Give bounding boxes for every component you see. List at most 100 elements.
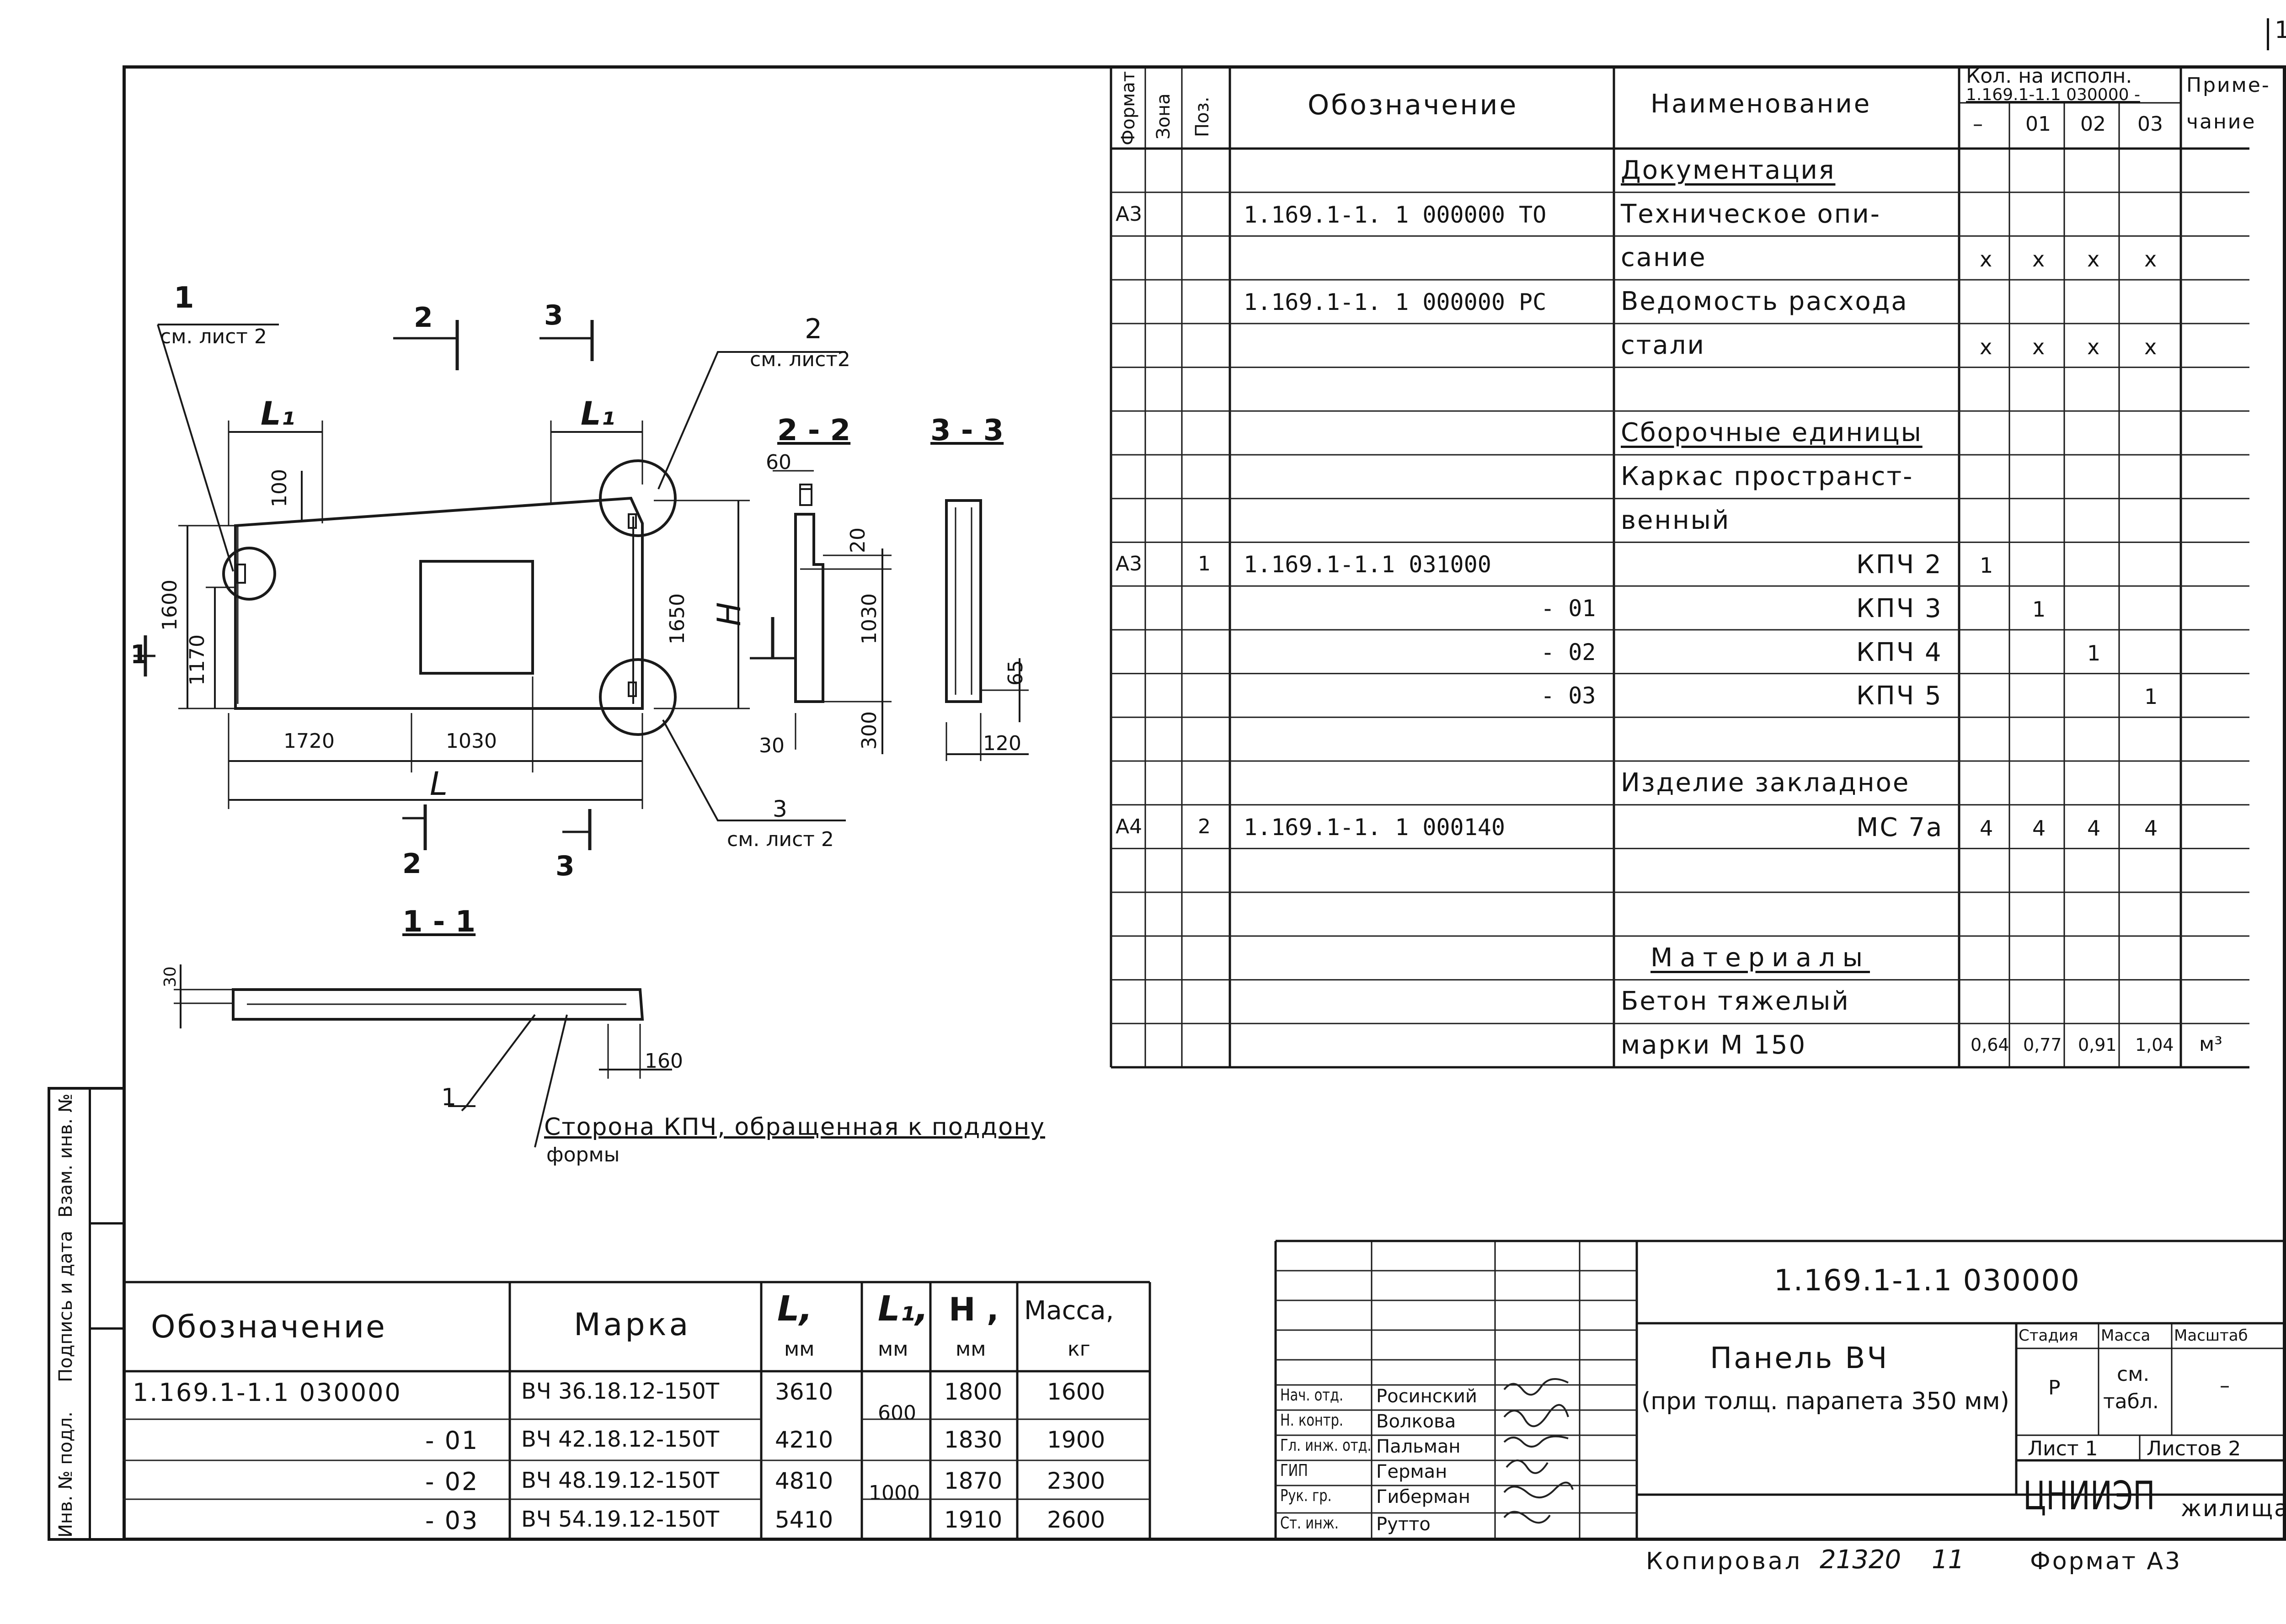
marks-row-designation: - 03	[425, 1506, 479, 1535]
marks-header-mark: Марка	[574, 1307, 691, 1343]
spec-row-qty: x	[2032, 334, 2045, 359]
spec-row-name: Техническое опи-	[1621, 199, 1881, 229]
dim-1720: 1720	[283, 729, 335, 753]
spec-row-designation: - 02	[1541, 639, 1596, 666]
staff-role: Н. контр.	[1280, 1411, 1344, 1430]
staff-role: Ст. инж.	[1280, 1514, 1339, 1533]
spec-row-format: А3	[1116, 552, 1143, 576]
footer-copied-number-2: 11	[1932, 1545, 1965, 1575]
spec-row-name: Материалы	[1650, 942, 1870, 973]
spec-row-name: КПЧ 5	[1856, 681, 1943, 711]
spec-header-qty-code: 1.169.1-1.1 030000 -	[1966, 85, 2140, 104]
marks-row-L: 5410	[775, 1507, 833, 1533]
footer-format: Формат А3	[2030, 1548, 2182, 1575]
marks-table-grid	[123, 1281, 1151, 1541]
staff-role: Рук. гр.	[1280, 1486, 1332, 1505]
spec-row-designation: 1.169.1-1. 1 000000 ТО	[1244, 201, 1547, 228]
spec-row-qty: x	[2144, 247, 2157, 272]
marks-row-mark: ВЧ 48.19.12-150Т	[521, 1468, 720, 1493]
marks-row-mark: ВЧ 36.18.12-150Т	[521, 1379, 720, 1404]
cut-1: 1	[130, 640, 148, 670]
detail-circle-2	[599, 459, 677, 537]
section-1-1-outline	[232, 988, 644, 1021]
spec-row-qty: 4	[1980, 815, 1993, 841]
title-sheets: Листов 2	[2147, 1437, 2241, 1460]
spec-row-name: КПЧ 2	[1856, 550, 1943, 580]
spec-row-qty: x	[2087, 247, 2100, 272]
marks-row-designation: 1.169.1-1.1 030000	[133, 1378, 402, 1407]
section-3-3-outline	[945, 499, 982, 703]
spec-row-lines	[1111, 192, 2249, 1024]
drawing-frame	[123, 65, 2286, 1541]
spec-row-name: КПЧ 4	[1856, 637, 1943, 667]
spec-header-name: Наименование	[1650, 89, 1872, 119]
spec-row-qty: 1	[1980, 553, 1993, 578]
spec-row-name: МС 7а	[1856, 812, 1944, 842]
marks-row-H: 1870	[944, 1468, 1003, 1494]
staff-name: Герман	[1376, 1461, 1447, 1482]
dim-1600: 1600	[158, 580, 182, 631]
spec-row-name: Документация	[1621, 155, 1836, 185]
spec-row-qty: x	[2144, 334, 2157, 359]
spec-header-note-1: Приме-	[2186, 74, 2270, 97]
spec-table-grid	[1110, 65, 2249, 1069]
spec-row-qty: x	[2032, 247, 2045, 272]
spec-row-qty: 4	[2032, 815, 2046, 841]
dim-30-section: 30	[759, 734, 785, 757]
dim-L1-right: L₁	[581, 395, 615, 432]
title-scale-header: Масштаб	[2174, 1326, 2248, 1345]
title-mass-1: см.	[2117, 1363, 2150, 1386]
spec-row-designation: 1.169.1-1. 1 000000 РС	[1244, 289, 1547, 315]
footer-copied: Копировал	[1646, 1548, 1803, 1575]
marks-header-designation: Обозначение	[151, 1309, 387, 1345]
title-sheet: Лист 1	[2028, 1437, 2098, 1460]
title-org-1: ЦНИИЭП	[2023, 1473, 2155, 1519]
section-2-2-title: 2 - 2	[777, 414, 851, 447]
dim-20: 20	[846, 527, 870, 553]
section-1-1-title: 1 - 1	[402, 905, 476, 939]
marks-header-mass: Масса,	[1024, 1296, 1114, 1326]
ref-3-text: см. лист 2	[727, 828, 834, 851]
spec-row-name: Каркас пространст-	[1621, 461, 1914, 491]
side-stamp: Инв. № подл. Подпись и дата Взам. инв. №	[48, 1087, 123, 1541]
staff-role: ГИП	[1280, 1461, 1308, 1480]
marks-header-L-unit: мм	[784, 1337, 815, 1361]
section-1-1-note-line1: Сторона КПЧ, обращенная к поддону	[544, 1113, 1045, 1141]
marks-L1-group-1: 600	[878, 1401, 916, 1425]
marks-row-mass: 2300	[1047, 1468, 1106, 1494]
spec-row-pos: 1	[1198, 552, 1211, 576]
section-1-1-note-line2: формы	[546, 1143, 620, 1166]
marks-row-L: 4210	[775, 1427, 833, 1453]
spec-variant-header: 02	[2080, 112, 2106, 136]
marks-row-designation: - 02	[425, 1467, 479, 1496]
ref-2-text: см. лист2	[750, 348, 850, 371]
window-opening	[419, 560, 534, 675]
dim-300: 300	[858, 711, 881, 750]
dim-L: L	[430, 765, 448, 803]
dim-60: 60	[766, 451, 791, 474]
spec-row-qty: 0,77	[2023, 1035, 2062, 1055]
spec-row-name: стали	[1621, 330, 1705, 360]
spec-row-name: Изделие закладное	[1621, 767, 1910, 798]
dim-1030-section: 1030	[858, 593, 881, 644]
spec-row-designation: 1.169.1-1. 1 000140	[1244, 814, 1505, 841]
spec-row-qty: x	[2087, 334, 2100, 359]
spec-row-name: Сборочные единицы	[1621, 418, 1923, 448]
marks-header-L1: L₁,	[878, 1288, 929, 1329]
dim-30-s11: 30	[161, 966, 180, 987]
dim-100: 100	[268, 469, 291, 507]
cut-3-top: 3	[544, 299, 563, 331]
detail-circle-3	[599, 658, 677, 736]
spec-row-qty: 1,04	[2135, 1035, 2174, 1055]
spec-row-format: А3	[1116, 202, 1143, 226]
spec-variant-header: 01	[2025, 112, 2051, 136]
sheet-number: 10	[2275, 16, 2286, 44]
cut-3-bottom: 3	[555, 850, 575, 882]
spec-variant-header: 03	[2137, 112, 2163, 136]
spec-header-qty: Кол. на исполн.	[1966, 64, 2132, 88]
section-2-2-outline	[794, 513, 824, 703]
spec-row-qty: 4	[2087, 815, 2101, 841]
spec-header-note-2: чание	[2186, 110, 2256, 133]
spec-header-format: Формат	[1118, 71, 1139, 145]
marks-row-H: 1910	[944, 1507, 1003, 1533]
